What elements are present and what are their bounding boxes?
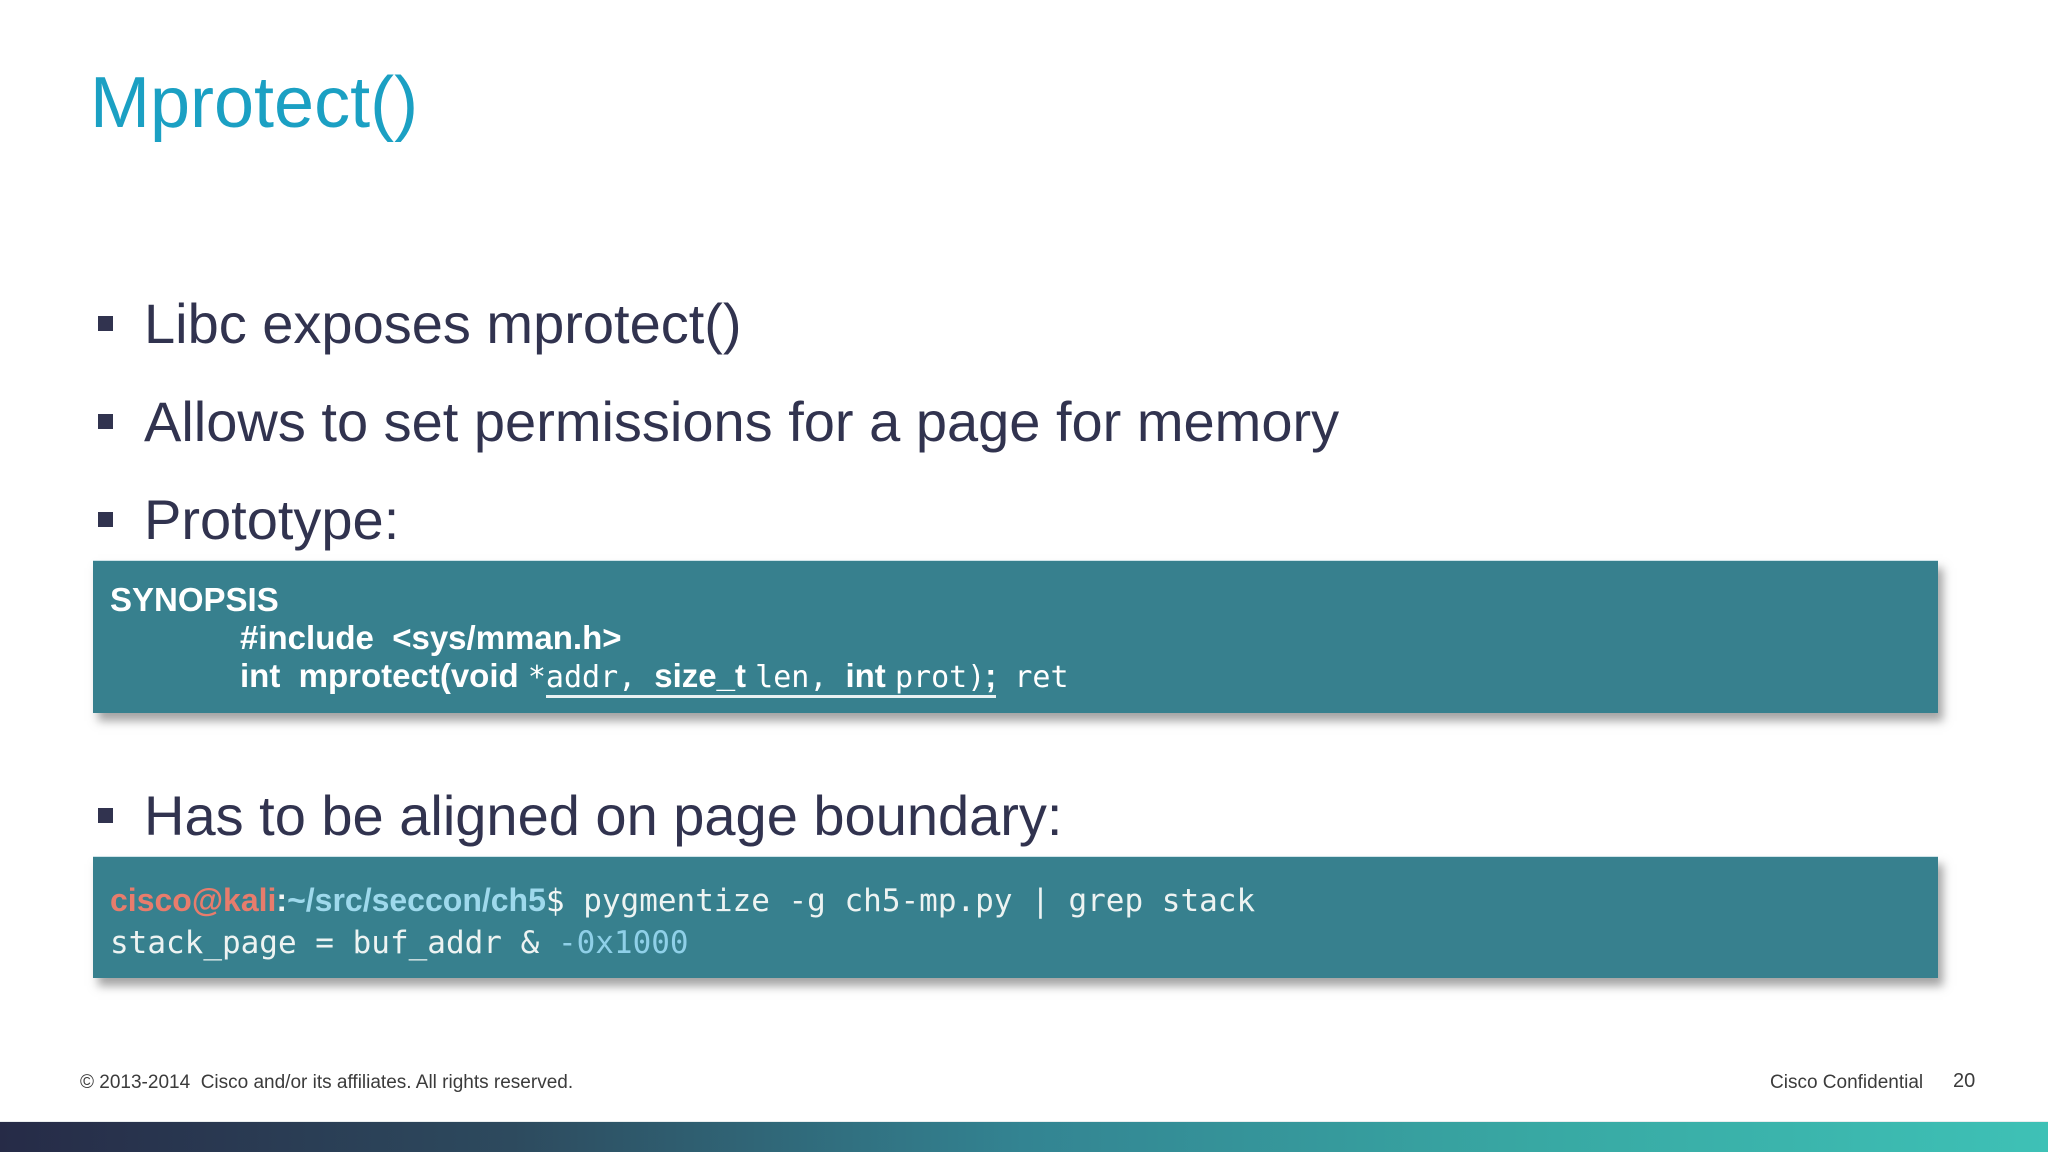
- copyright-notice: © 2013-2014 Cisco and/or its affiliates.…: [80, 1072, 574, 1093]
- bullet-text: Libc exposes mprotect(): [144, 291, 742, 355]
- bullet-text: Prototype:: [144, 487, 400, 551]
- prototype-star: *: [527, 660, 546, 695]
- slide-title: Mprotect(): [90, 63, 419, 143]
- synopsis-header: SYNOPSIS: [110, 581, 279, 618]
- bullet-item-permissions: Allows to set permissions for a page for…: [0, 389, 1339, 453]
- bullet-text: Allows to set permissions for a page for…: [144, 389, 1340, 453]
- terminal-output-number: -0x1000: [557, 925, 689, 961]
- bullet-square-icon: [98, 413, 113, 429]
- bottom-gradient-bar: [0, 1121, 2048, 1152]
- prompt-separator: :: [276, 882, 288, 918]
- confidential-label: Cisco Confidential: [1770, 1072, 1924, 1093]
- terminal-code-block: cisco@kali:~/src/seccon/ch5$ pygmentize …: [93, 856, 1938, 978]
- prompt-dollar: $: [545, 883, 584, 919]
- arg-prot: prot): [894, 660, 986, 695]
- terminal-output-text: stack_page = buf_addr &: [110, 925, 558, 961]
- terminal-command-line: cisco@kali:~/src/seccon/ch5$ pygmentize …: [110, 879, 1938, 922]
- bullet-text: Has to be aligned on page boundary:: [144, 783, 1063, 847]
- prompt-path: ~/src/seccon/ch5: [287, 882, 546, 918]
- type-int: int: [845, 657, 895, 694]
- bullet-item-libc: Libc exposes mprotect(): [0, 291, 742, 355]
- prototype-line: int mprotect(void *addr, size_t len, int…: [110, 657, 1938, 698]
- bullet-item-aligned: Has to be aligned on page boundary:: [0, 783, 1062, 847]
- include-line: #include <sys/mman.h>: [240, 619, 622, 656]
- prompt-user: cisco@kali: [110, 882, 277, 918]
- bullet-square-icon: [98, 807, 113, 823]
- semicolon: ;: [985, 657, 997, 694]
- terminal-command: pygmentize -g ch5-mp.py | grep stack: [583, 883, 1256, 919]
- prototype-underlined-args: addr, size_t len, int prot);: [545, 657, 997, 698]
- type-size-t: size_t: [654, 657, 756, 694]
- bullet-item-prototype: Prototype:: [0, 487, 399, 551]
- terminal-output-line: stack_page = buf_addr & -0x1000: [110, 922, 1938, 964]
- arg-addr: addr,: [545, 660, 655, 695]
- bullet-square-icon: [98, 315, 113, 331]
- bullet-square-icon: [98, 511, 113, 527]
- page-number: 20: [1953, 1070, 1976, 1092]
- synopsis-code-block: SYNOPSIS #include <sys/mman.h> int mprot…: [93, 560, 1938, 713]
- prototype-lead: int mprotect(void: [240, 657, 528, 694]
- prototype-tail: ret: [996, 660, 1069, 695]
- arg-len: len,: [755, 660, 846, 695]
